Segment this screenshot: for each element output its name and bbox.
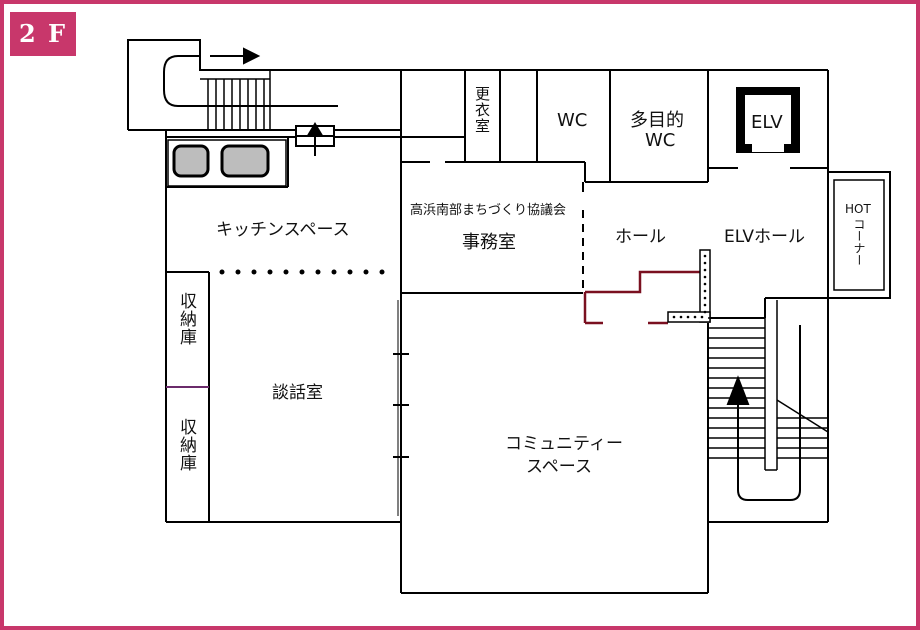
office-label: 事務室	[462, 232, 516, 253]
hall-partition	[583, 270, 700, 325]
up-arrow-large	[726, 375, 750, 460]
elevator-hall-label: ELVホール	[724, 227, 805, 247]
elevator-label: ELV	[751, 112, 783, 133]
structural-column	[667, 249, 711, 323]
hot-corner-label-line1: HOT	[845, 202, 871, 216]
stair-landing-right	[737, 325, 801, 501]
kitchen-space-label: キッチンスペース	[216, 220, 350, 240]
multi-wc-label-line1: 多目的	[630, 110, 684, 131]
stair-treads-top	[200, 69, 271, 130]
door-marks	[393, 346, 409, 465]
stair-landing-curve	[163, 55, 338, 107]
elevator-box	[736, 87, 800, 153]
hall-label: ホール	[615, 227, 666, 247]
hot-corner-box	[827, 171, 891, 299]
dotted-partition	[219, 269, 385, 275]
council-name-label: 高浜南部まちづくり協議会	[410, 203, 567, 218]
wc-label: WC	[557, 110, 588, 131]
stair-direction-arrow	[210, 47, 261, 65]
stair-treads-right	[708, 300, 829, 471]
hot-corner-label-line2: コーナー	[852, 218, 866, 266]
community-space-label-line1: コミュニティー	[505, 434, 623, 454]
storage-lower-label: 収納庫	[176, 418, 196, 472]
community-space-label-line2: スペース	[526, 457, 592, 477]
lounge-label: 談話室	[272, 383, 323, 403]
floor-badge: 2 F	[10, 12, 76, 56]
up-arrow-small	[295, 122, 335, 156]
kitchen-sinks	[167, 139, 287, 187]
multi-wc-label-line2: WC	[645, 130, 676, 151]
changing-room-label: 更衣室	[473, 86, 491, 134]
storage-upper-label: 収納庫	[176, 292, 196, 346]
